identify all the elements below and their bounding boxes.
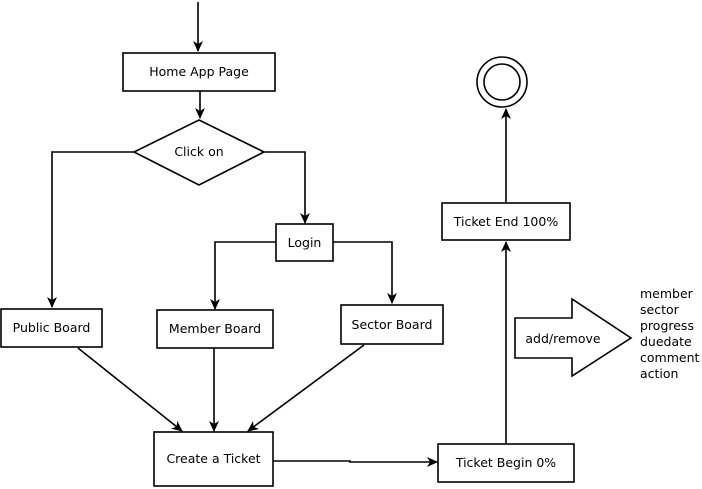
node-create-label: Create a Ticket [166,451,260,466]
node-member-label: Member Board [169,321,261,336]
node-end-label: Ticket End 100% [453,214,559,229]
node-ticket-end: Ticket End 100% [441,202,571,241]
node-final-state [476,56,528,108]
edge-sector-to-create [247,344,365,432]
node-home-app-page: Home App Page [122,52,276,92]
edges [47,2,511,467]
node-login: Login [275,223,334,262]
node-begin-label: Ticket Begin 0% [455,455,556,470]
edge-login-to-member [210,241,276,310]
field-item: action [640,366,678,381]
node-click-on: Click on [132,119,266,186]
node-add-remove-label: add/remove [525,331,601,346]
fields-list: member sector progress duedate comment a… [640,286,699,381]
field-item: duedate [640,334,692,349]
edge-public-to-create [77,347,183,432]
edge-login-to-sector [333,241,397,304]
node-home-label: Home App Page [149,64,249,79]
field-item: progress [640,318,694,333]
field-item: sector [640,302,680,317]
node-login-label: Login [288,235,322,250]
node-click-label: Click on [174,144,223,159]
edge-click-to-public [47,151,134,308]
node-member-board: Member Board [156,309,274,349]
node-sector-label: Sector Board [352,317,433,332]
field-item: member [640,286,694,301]
field-item: comment [640,350,699,365]
node-sector-board: Sector Board [340,304,444,345]
node-public-board: Public Board [0,308,103,348]
edge-click-to-login [264,151,310,224]
edge-create-to-begin [273,457,438,467]
node-ticket-begin: Ticket Begin 0% [437,443,575,483]
node-public-label: Public Board [13,320,91,335]
node-add-remove: add/remove [514,297,633,378]
node-create-ticket: Create a Ticket [153,431,274,487]
